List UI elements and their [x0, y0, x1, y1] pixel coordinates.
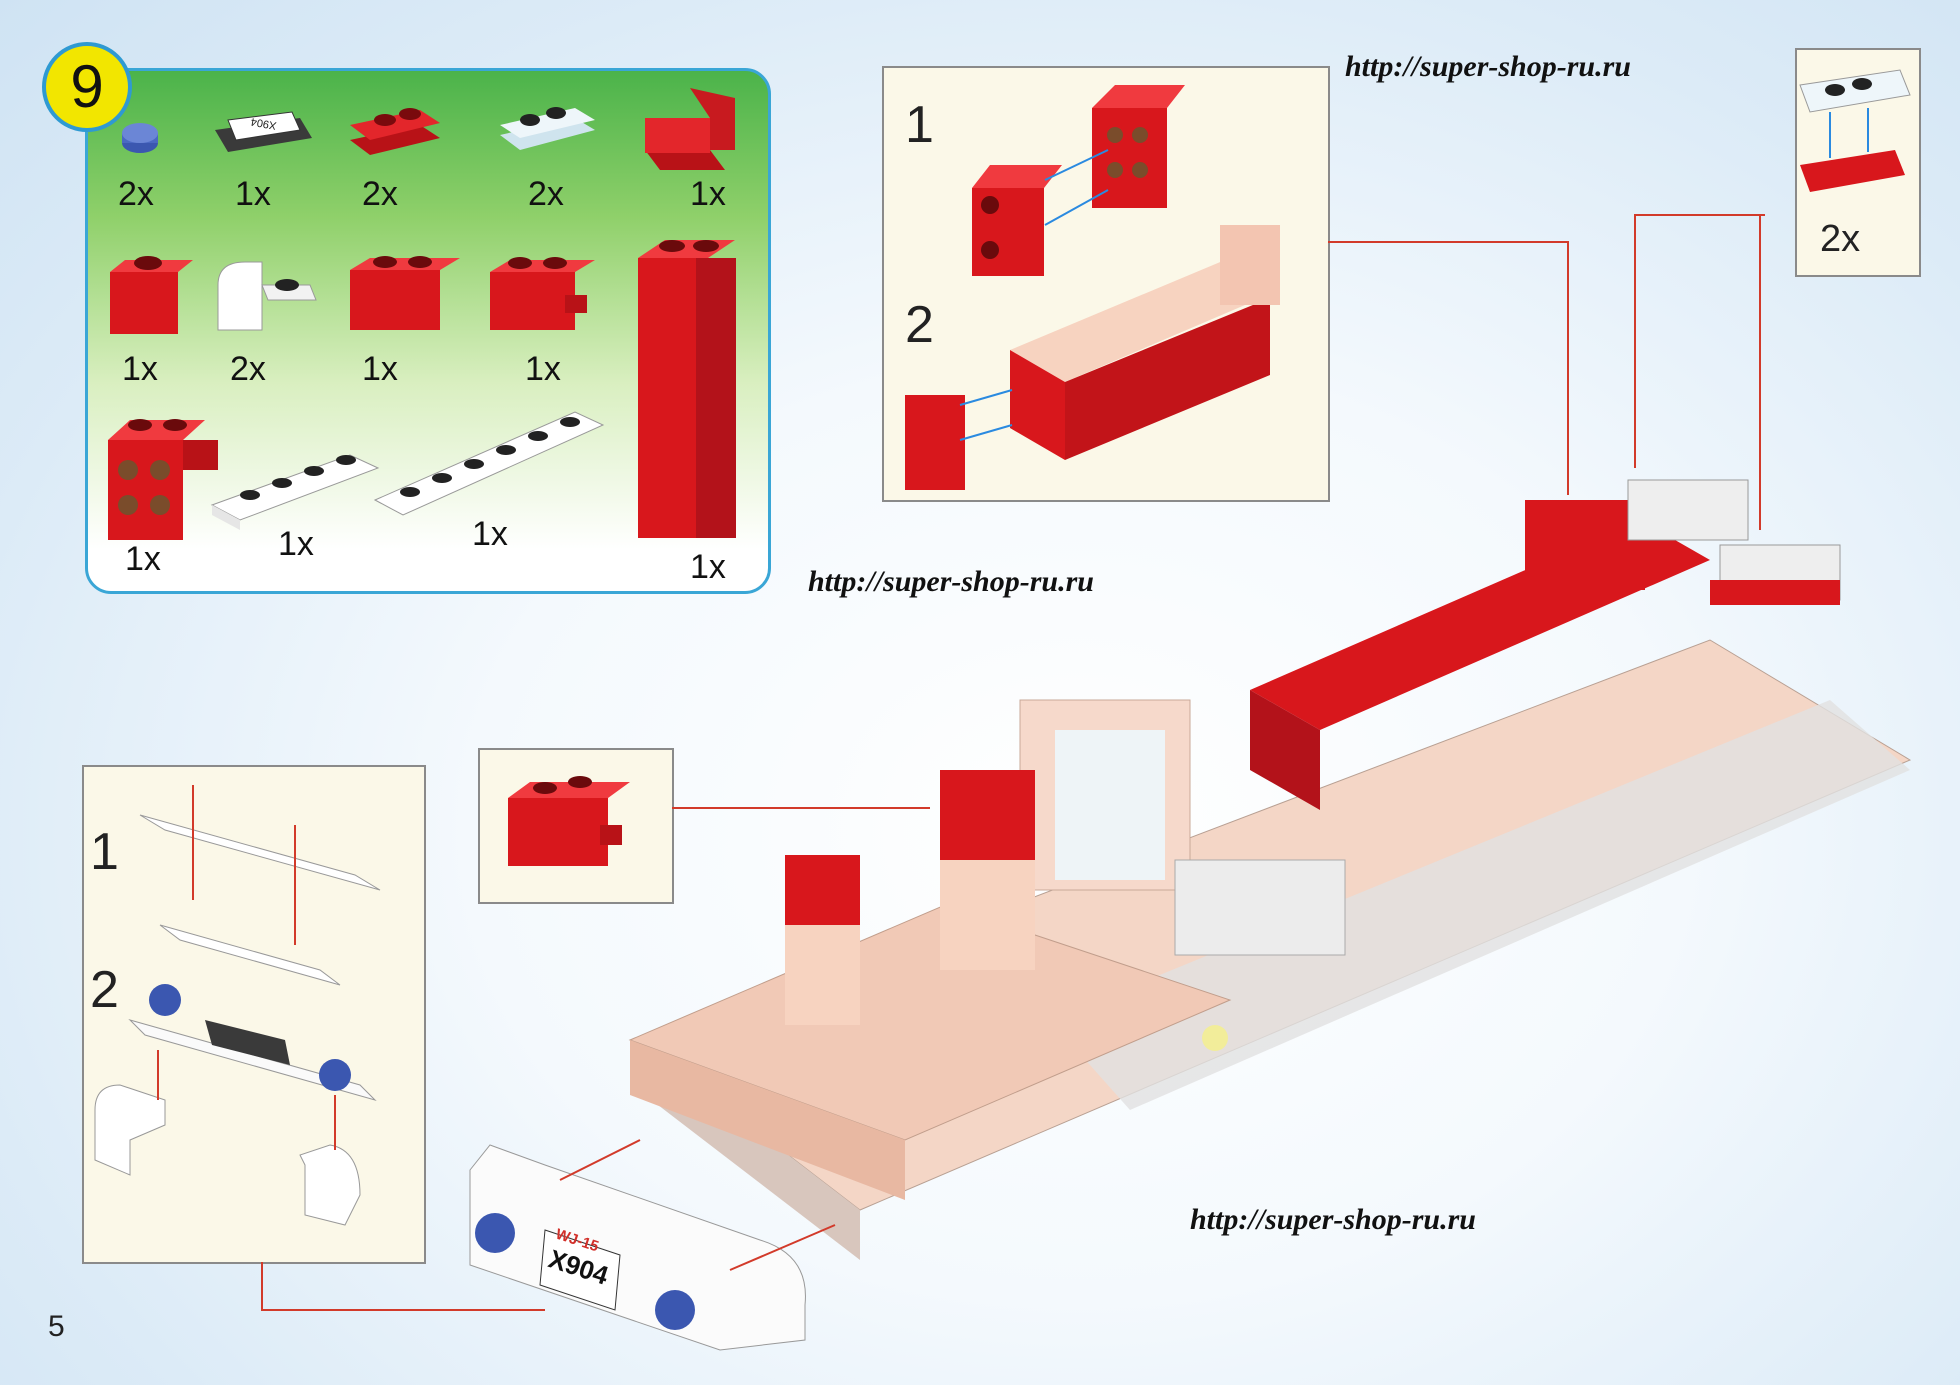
license-tile-icon: X904 — [215, 111, 312, 152]
round-plate-icon — [122, 123, 158, 153]
part-qty: 1x — [472, 515, 508, 553]
svg-text:X904: X904 — [250, 115, 277, 131]
chassis-body — [628, 479, 1912, 1260]
part-qty: 1x — [235, 175, 271, 213]
part-qty: 1x — [362, 350, 398, 388]
connector-lines — [261, 214, 1765, 1311]
part-qty: 1x — [122, 350, 158, 388]
curved-white-icon — [217, 261, 317, 331]
substep-number: 1 — [905, 96, 934, 154]
bracket-icon — [645, 88, 735, 170]
part-qty: 2x — [528, 175, 564, 213]
part-qty: 1x — [690, 175, 726, 213]
watermark-url: http://super-shop-ru.ru — [1345, 50, 1631, 83]
bumper-subassembly-drawing — [94, 785, 381, 1226]
tall-brick-icon — [638, 240, 736, 538]
step-number-badge: 9 — [42, 42, 132, 132]
substep-number: 2 — [905, 296, 934, 354]
substep-number: 1 — [90, 823, 119, 881]
part-qty: 1x — [690, 548, 726, 586]
rail-assembly-drawing — [1799, 69, 1911, 192]
part-qty: 1x — [525, 350, 561, 388]
bracket-2x2-icon — [108, 419, 218, 540]
part-qty: 1x — [278, 525, 314, 563]
plate-1x4-icon — [210, 454, 380, 530]
clip-brick-drawing — [508, 776, 630, 866]
watermark-url: http://super-shop-ru.ru — [1190, 1203, 1476, 1236]
part-qty: 2x — [230, 350, 266, 388]
clip-brick-icon — [490, 257, 595, 330]
substep-number: 2 — [90, 961, 119, 1019]
red-1x2-icon — [350, 256, 460, 330]
red-1x1-icon — [110, 256, 193, 334]
plate-1x6-icon — [373, 411, 605, 516]
rail-multiplier: 2x — [1820, 218, 1861, 260]
red-plate-icon — [350, 108, 440, 155]
part-qty: 1x — [125, 540, 161, 578]
substep2-drawing — [905, 225, 1280, 490]
part-qty: 2x — [118, 175, 154, 213]
part-qty: 2x — [362, 175, 398, 213]
substep1-drawing — [972, 85, 1185, 276]
rail-plate-icon — [500, 107, 595, 150]
watermark-url: http://super-shop-ru.ru — [808, 565, 1094, 598]
page-number: 5 — [48, 1310, 65, 1343]
front-bumper-drawing — [469, 1144, 806, 1351]
